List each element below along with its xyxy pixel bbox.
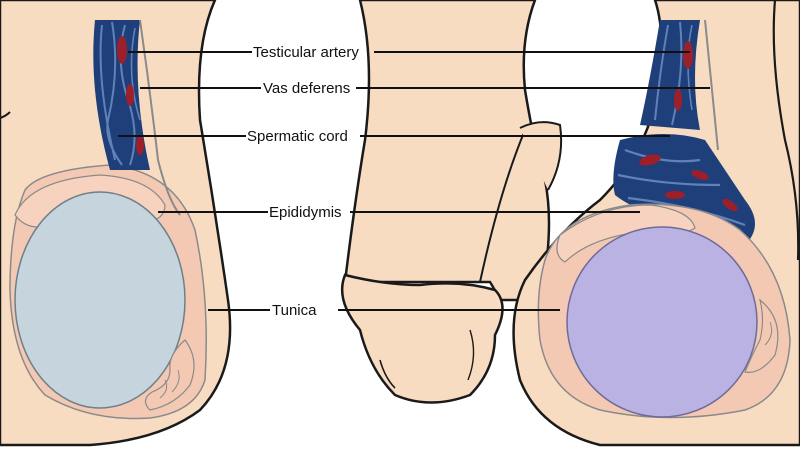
penis-urethra-line — [479, 129, 526, 283]
penis-shaft — [343, 0, 551, 302]
label-spermatic-cord: Spermatic cord — [247, 128, 348, 145]
right-outer-skin-edge — [772, 0, 800, 261]
left-testis — [14, 191, 186, 409]
left-epididymis-tail — [144, 339, 195, 411]
penis-glans — [340, 273, 504, 404]
right-testis — [566, 226, 758, 418]
label-testicular-artery: Testicular artery — [253, 44, 359, 61]
leader-lines — [118, 51, 710, 311]
left-skin-fold — [0, 111, 11, 119]
label-tunica: Tunica — [272, 302, 317, 319]
label-vas-deferens: Vas deferens — [263, 80, 351, 97]
left-spermatic-cord — [93, 19, 181, 216]
label-epididymis: Epididymis — [269, 204, 342, 221]
